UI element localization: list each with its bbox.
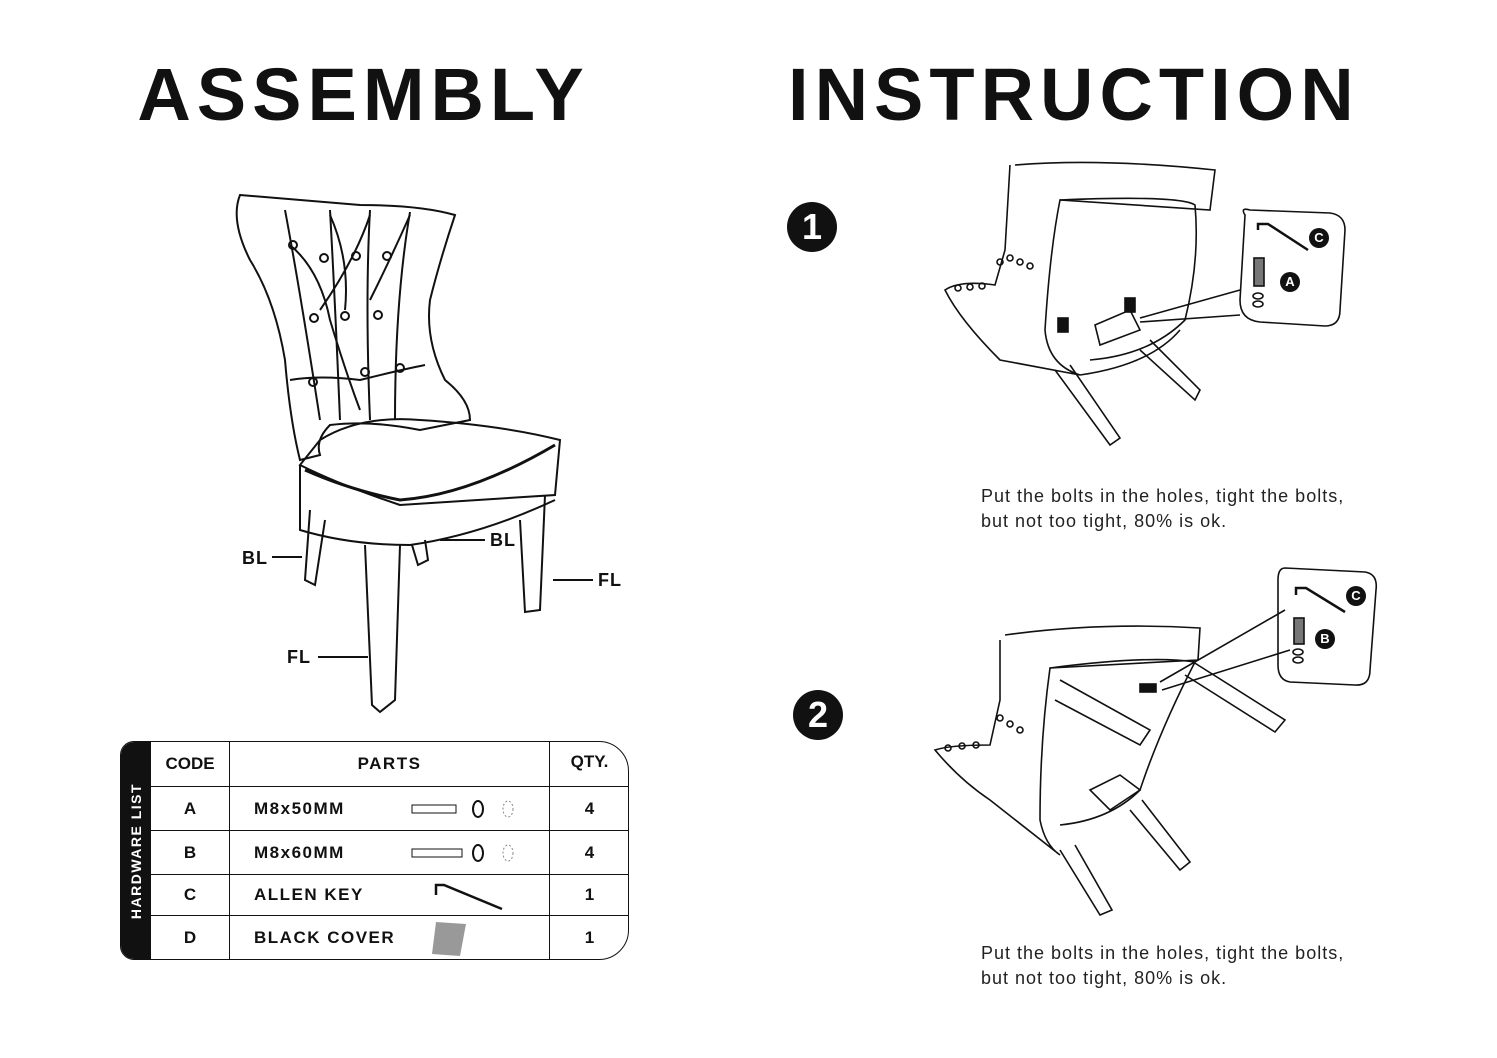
callout-a-step1: A: [1280, 272, 1300, 292]
label-fl-left: FL: [287, 647, 311, 667]
row-qty: 1: [584, 927, 595, 947]
bolt-washer-icon: [411, 844, 514, 862]
callout-b-step2: B: [1315, 629, 1335, 649]
step1-caption-line2: but not too tight, 80% is ok.: [981, 511, 1228, 531]
hardware-list-tab: HARDWARE LIST: [121, 742, 151, 959]
step1-caption-line1: Put the bolts in the holes, tight the bo…: [981, 486, 1345, 506]
row-qty: 1: [584, 885, 595, 904]
row-part: ALLEN KEY: [230, 875, 550, 915]
page-title: ASSEMBLY INSTRUCTION: [137, 53, 1360, 136]
row-code: B: [151, 831, 230, 874]
bolt-washer-icon: [411, 800, 514, 818]
step1-illustration: [943, 161, 1346, 447]
row-qty: 4: [584, 842, 595, 862]
callout-c-step2: C: [1346, 586, 1366, 606]
step2-caption: Put the bolts in the holes, tight the bo…: [981, 941, 1344, 991]
step1-caption: Put the bolts in the holes, tight the bo…: [981, 484, 1344, 534]
label-fl-right: FL: [598, 570, 622, 590]
allen-key-icon: [434, 883, 503, 911]
row-code: C: [151, 875, 230, 915]
row-part-label: M8x60MM: [254, 842, 345, 862]
row-part: M8x60MM: [230, 831, 550, 874]
table-row: A M8x50MM 4: [151, 787, 628, 831]
table-row: B M8x60MM 4: [151, 831, 628, 875]
callout-c-step1: C: [1309, 228, 1329, 248]
row-part: M8x50MM: [230, 787, 550, 830]
table-header: CODE PARTS QTY.: [151, 742, 628, 787]
row-code: A: [151, 787, 230, 830]
label-bl-left: BL: [242, 548, 268, 568]
row-code: D: [151, 916, 230, 959]
row-part-label: M8x50MM: [254, 798, 345, 818]
header-parts: PARTS: [230, 742, 550, 786]
table-row: D BLACK COVER 1: [151, 916, 628, 959]
row-qty: 4: [584, 798, 595, 818]
table-row: C ALLEN KEY 1: [151, 875, 628, 916]
step-number-2: 2: [793, 690, 843, 740]
black-cover-icon: [432, 922, 466, 956]
row-part-label: BLACK COVER: [254, 927, 396, 947]
step2-caption-line1: Put the bolts in the holes, tight the bo…: [981, 943, 1345, 963]
label-bl-right: BL: [490, 530, 516, 550]
step2-caption-line2: but not too tight, 80% is ok.: [981, 968, 1228, 988]
step-number-1: 1: [787, 202, 837, 252]
header-qty: QTY.: [570, 752, 609, 771]
hardware-list-label: HARDWARE LIST: [128, 782, 144, 919]
row-part: BLACK COVER: [230, 916, 550, 959]
row-part-label: ALLEN KEY: [254, 885, 364, 904]
hardware-list-table: HARDWARE LIST CODE PARTS QTY. A M8x50MM …: [120, 741, 629, 960]
header-code: CODE: [151, 742, 230, 786]
step2-illustration: [933, 567, 1378, 917]
